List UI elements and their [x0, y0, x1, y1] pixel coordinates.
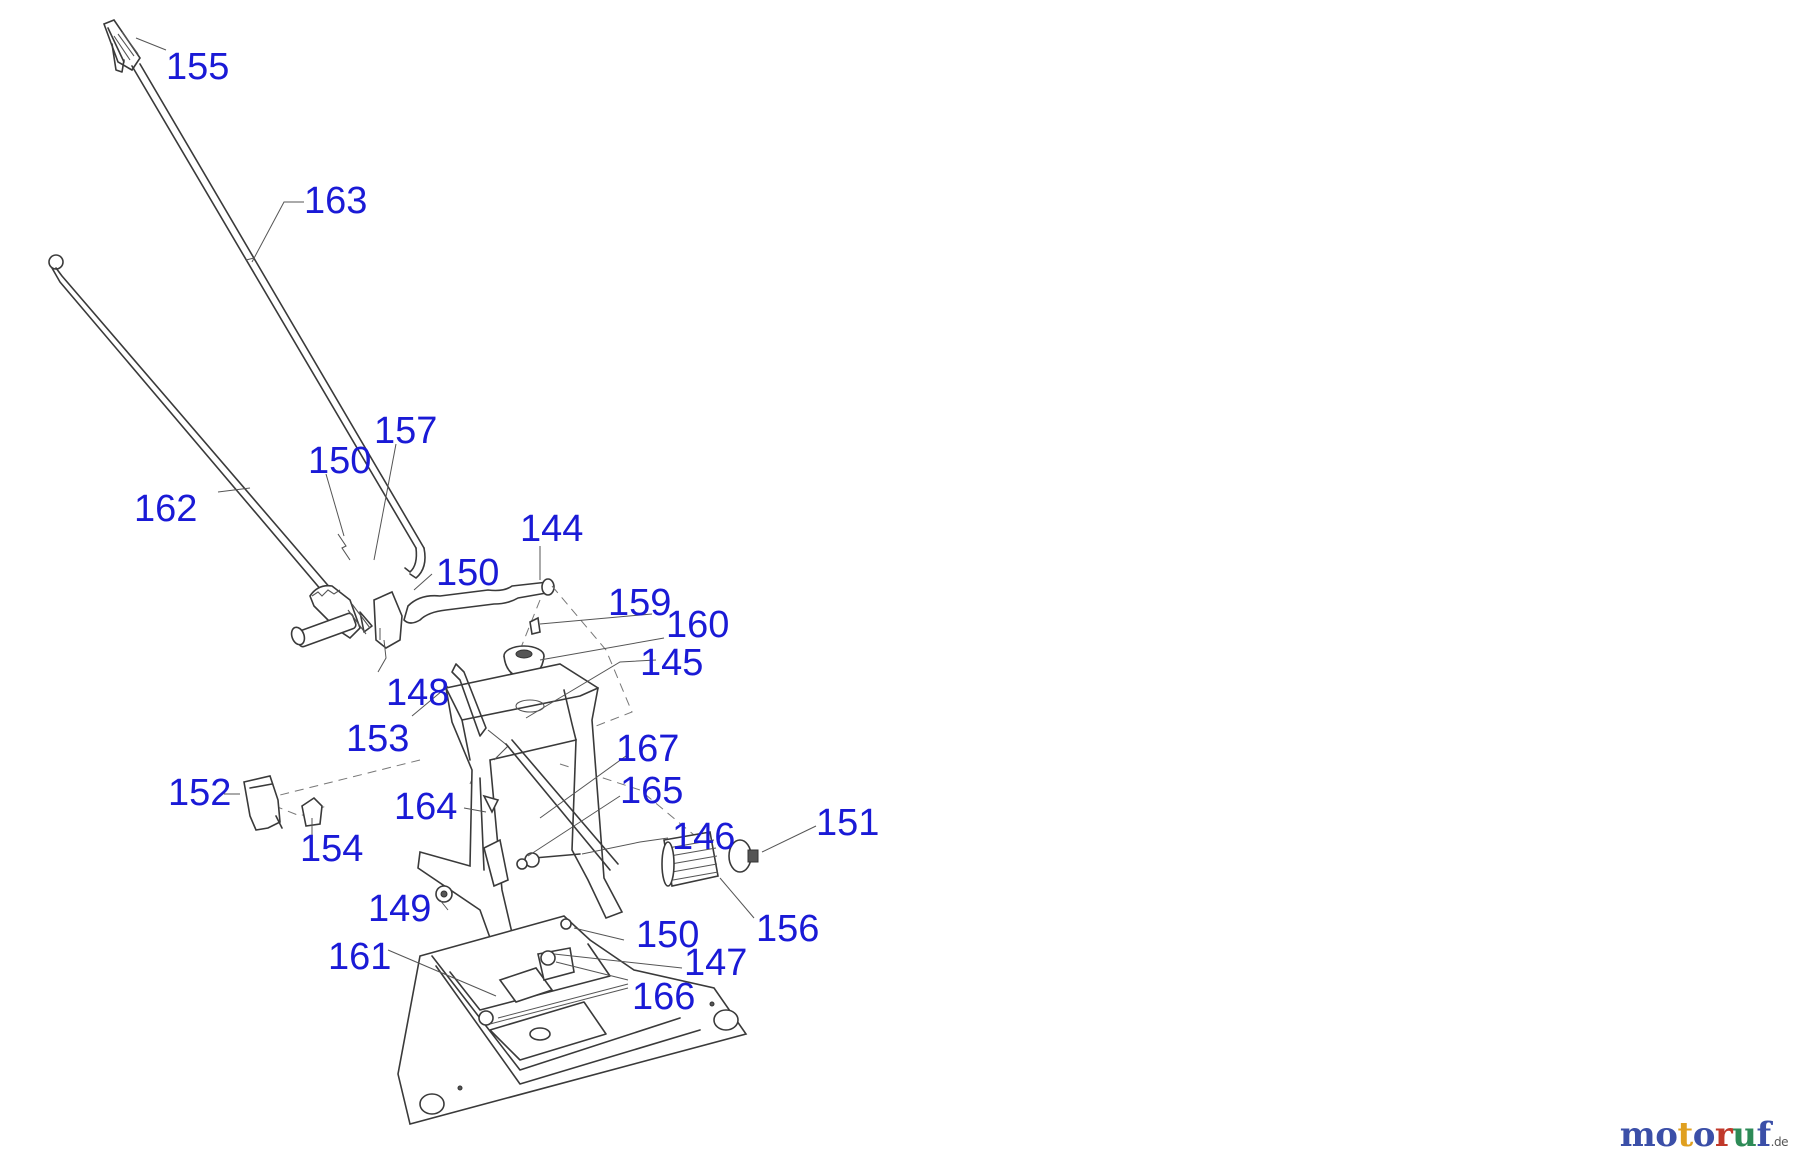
callout-155: 155 [166, 46, 230, 88]
pedal-assembly-146-151-156 [516, 831, 759, 887]
watermark-suffix: .de [1770, 1135, 1789, 1149]
nut-149 [435, 885, 453, 903]
callout-163: 163 [304, 180, 368, 222]
leader-lines [135, 37, 817, 1025]
clip-152 [243, 775, 283, 831]
callout-160: 160 [666, 604, 730, 646]
callout-157: 157 [374, 410, 438, 452]
callout-161: 161 [328, 936, 392, 978]
callout-150-lower: 150 [636, 914, 700, 956]
callout-145: 145 [640, 642, 704, 684]
callout-154: 154 [300, 828, 364, 870]
watermark-letter: r [1714, 1115, 1733, 1155]
callout-152: 152 [168, 772, 232, 814]
callout-150-middle: 150 [436, 552, 500, 594]
watermark-letter: u [1732, 1115, 1757, 1155]
callout-148: 148 [386, 672, 450, 714]
callout-149: 149 [368, 888, 432, 930]
callout-164: 164 [394, 786, 458, 828]
callout-153: 153 [346, 718, 410, 760]
callout-151: 151 [816, 802, 880, 844]
watermark-letter: o [1655, 1115, 1678, 1155]
motoruf-watermark-logo: motoruf.de [1619, 1115, 1789, 1155]
watermark-letter: m [1619, 1115, 1656, 1155]
base-plate-147 [397, 915, 748, 1125]
callout-162: 162 [134, 488, 198, 530]
spring-pin-150 [337, 533, 351, 561]
callout-156: 156 [756, 908, 820, 950]
callout-167: 167 [616, 728, 680, 770]
ratchet-plate-148 [290, 584, 403, 649]
callout-146: 146 [672, 816, 736, 858]
shift-rod-163 [131, 63, 426, 579]
frame-tower-145 [417, 663, 624, 962]
watermark-letter: t [1677, 1115, 1693, 1155]
clip-154 [301, 796, 323, 827]
callout-166: 166 [632, 976, 696, 1018]
watermark-letter: o [1692, 1115, 1716, 1155]
callout-150-upper: 150 [308, 440, 372, 482]
shaft-assembly-144 [403, 578, 555, 624]
callout-144: 144 [520, 508, 584, 550]
callout-159: 159 [608, 582, 672, 624]
watermark-letter: f [1756, 1115, 1772, 1155]
callout-147: 147 [684, 942, 748, 984]
lever-grip-155 [102, 19, 141, 73]
control-rod-162 [48, 254, 357, 625]
callout-165: 165 [620, 770, 684, 812]
